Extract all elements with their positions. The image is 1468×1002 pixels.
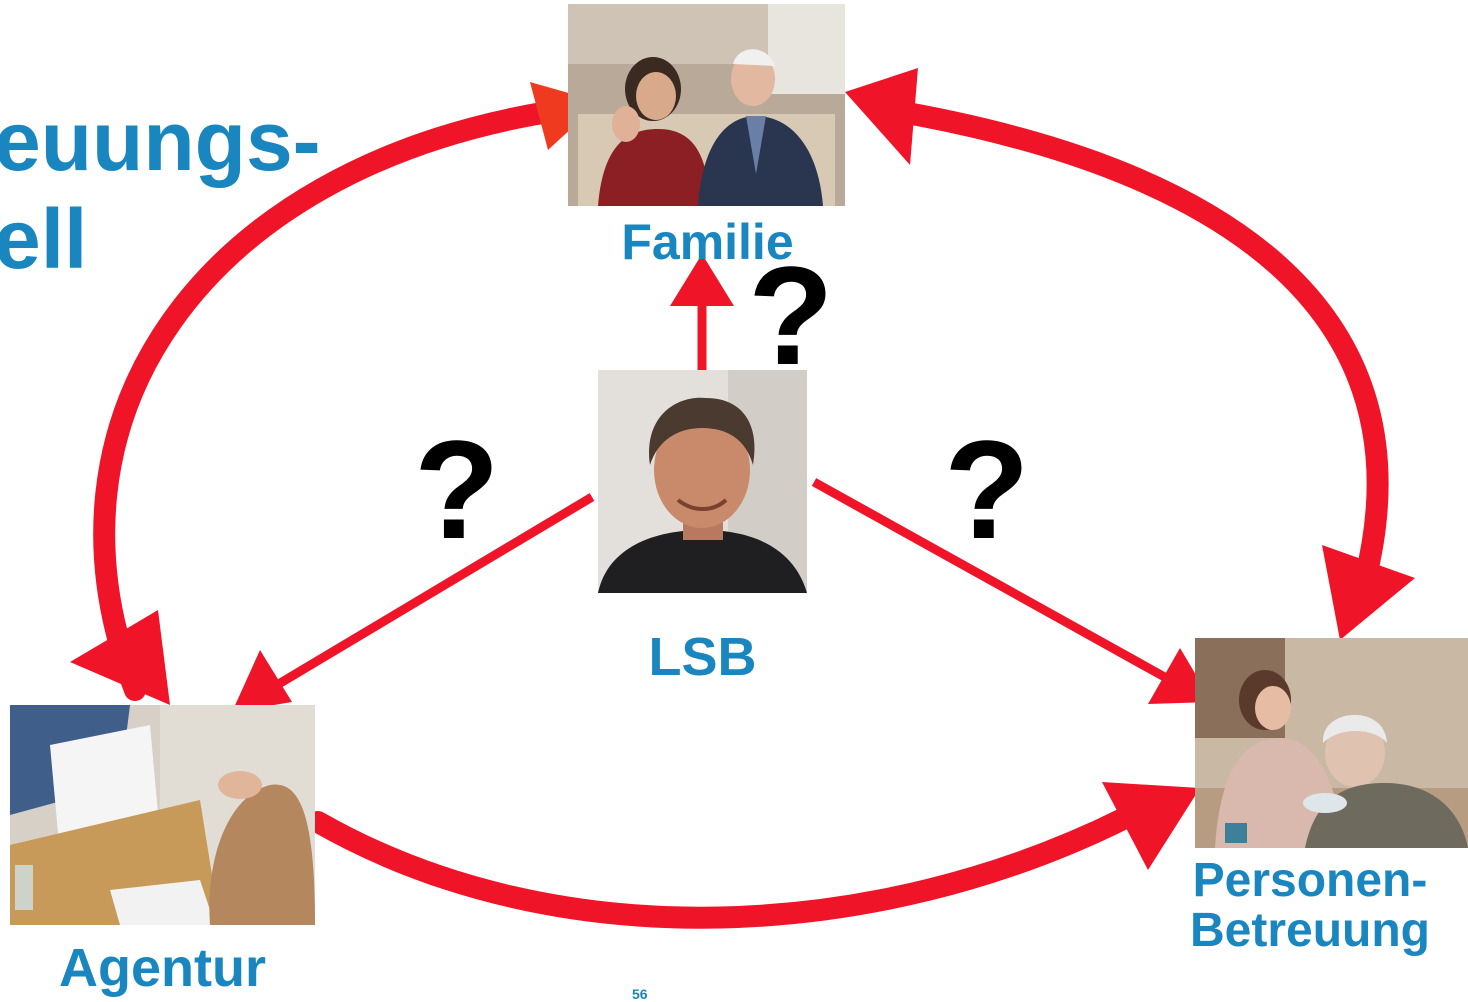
question-mark-personen: ? <box>944 411 1030 568</box>
lsb-photo <box>598 370 807 593</box>
title-line-1: euungs- <box>0 94 321 188</box>
arrow-lsb-personen-shaft <box>811 478 1173 684</box>
arrowhead-to-familie-right <box>845 68 918 165</box>
arc-familie-personen <box>879 99 1389 591</box>
consultation-meeting-photo-icon <box>10 705 315 925</box>
agentur-photo <box>10 705 315 925</box>
personen-label-line-1: Personen- <box>1192 854 1428 907</box>
question-mark-agentur: ? <box>414 411 500 568</box>
arrowhead-to-personen-bottom <box>1102 782 1200 870</box>
man-portrait-photo-icon <box>598 370 807 593</box>
elderly-couple-photo-icon <box>568 4 845 206</box>
arrowhead-lsb-to-familie <box>670 254 734 306</box>
personen-label: Personen- Betreuung <box>1160 856 1460 956</box>
question-mark-familie: ? <box>748 237 834 394</box>
arc-familie-agentur <box>93 101 559 701</box>
arrow-lsb-agentur-shaft <box>269 493 595 692</box>
arrowhead-to-personen-top <box>1322 545 1415 640</box>
agentur-label: Agentur <box>59 938 266 998</box>
lsb-label: LSB <box>648 627 757 687</box>
personen-label-line-2: Betreuung <box>1190 904 1430 957</box>
familie-photo <box>568 4 845 206</box>
title-line-2: ell <box>0 192 88 286</box>
familie-label: Familie <box>621 214 794 270</box>
caregiver-feeding-elderly-photo-icon <box>1195 638 1468 848</box>
arc-agentur-personen <box>307 807 1136 929</box>
personen-photo <box>1195 638 1468 848</box>
arrowhead-lsb-to-agentur <box>232 650 292 712</box>
slide-title: euungs- ell <box>0 92 321 288</box>
page-number: 56 <box>632 986 648 1002</box>
arrowhead-to-agentur-top <box>70 610 170 705</box>
